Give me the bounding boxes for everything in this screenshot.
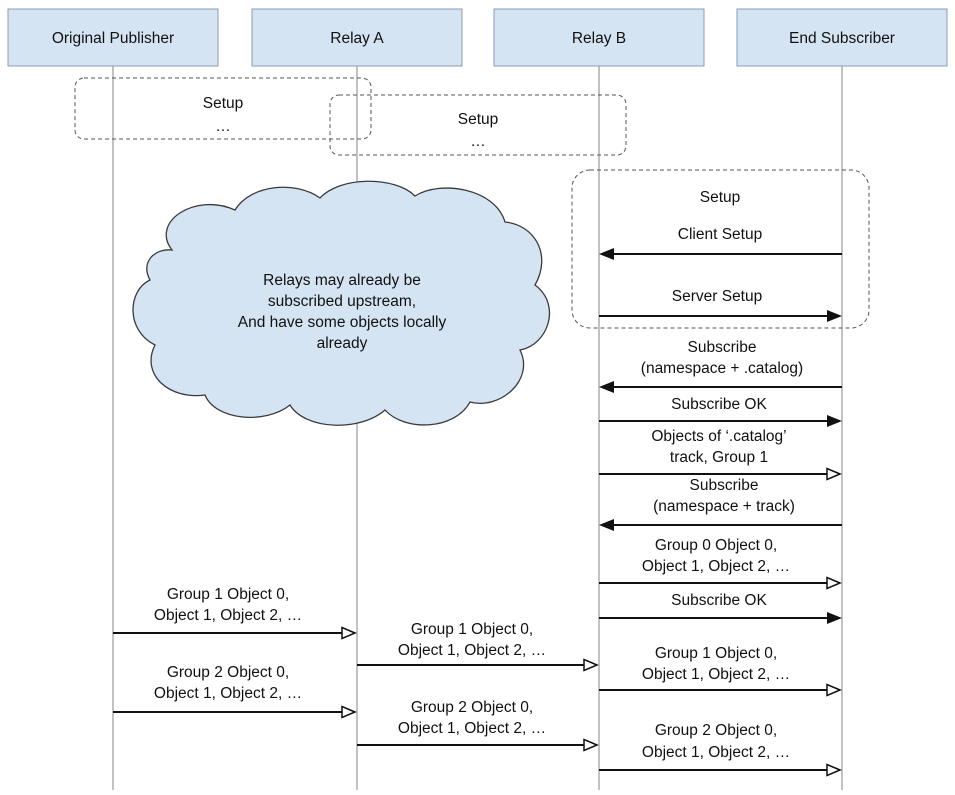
message-label: Group 1 Object 0, bbox=[655, 645, 777, 662]
message-group1-relay-b-to-subscriber: Group 1 Object 0, Object 1, Object 2, … bbox=[599, 645, 842, 697]
setup-box-label: Setup bbox=[203, 95, 244, 112]
setup-box-relay-b-subscriber: Setup bbox=[571, 169, 870, 329]
cloud-note: Relays may already be subscribed upstrea… bbox=[132, 180, 551, 426]
message-label: Group 2 Object 0, bbox=[655, 722, 777, 739]
message-subscribe-ok-track: Subscribe OK bbox=[599, 592, 842, 624]
message-catalog-objects: Objects of ‘.catalog’ track, Group 1 bbox=[599, 428, 842, 481]
actor-label: End Subscriber bbox=[789, 30, 895, 47]
actor-end-subscriber: End Subscriber bbox=[736, 8, 948, 67]
arrowhead-open-icon bbox=[341, 626, 357, 640]
message-group2-relay-a-to-relay-b: Group 2 Object 0, Object 1, Object 2, … bbox=[357, 699, 599, 752]
message-label: (namespace + track) bbox=[653, 498, 795, 515]
arrowhead-open-icon bbox=[826, 683, 842, 697]
message-subscribe-ok-catalog: Subscribe OK bbox=[599, 396, 842, 427]
message-group2-publisher-to-relay-a: Group 2 Object 0, Object 1, Object 2, … bbox=[113, 664, 357, 719]
setup-box-label: Setup bbox=[458, 111, 499, 128]
message-label: Subscribe bbox=[688, 339, 757, 356]
arrowhead-filled-icon bbox=[827, 612, 842, 624]
message-label: Client Setup bbox=[678, 226, 762, 243]
messages: Client Setup Server Setup Subscribe (nam… bbox=[113, 226, 842, 777]
arrowhead-open-icon bbox=[341, 705, 357, 719]
cloud-line: And have some objects locally bbox=[238, 314, 447, 331]
message-group0-objects: Group 0 Object 0, Object 1, Object 2, … bbox=[599, 537, 842, 590]
message-label: Group 0 Object 0, bbox=[655, 537, 777, 554]
message-label: Group 1 Object 0, bbox=[411, 621, 533, 638]
message-client-setup: Client Setup bbox=[599, 226, 842, 260]
arrowhead-open-icon bbox=[583, 738, 599, 752]
arrowhead-open-icon bbox=[826, 467, 842, 481]
message-label: Group 1 Object 0, bbox=[167, 586, 289, 603]
actor-original-publisher: Original Publisher bbox=[7, 8, 219, 67]
actor-label: Relay B bbox=[572, 30, 626, 47]
arrowhead-filled-icon bbox=[599, 248, 614, 260]
message-label: Object 1, Object 2, … bbox=[642, 666, 790, 683]
setup-box-ellipsis: … bbox=[470, 133, 486, 150]
setup-box-ellipsis: … bbox=[215, 118, 231, 135]
arrowhead-open-icon bbox=[826, 576, 842, 590]
message-label: Object 1, Object 2, … bbox=[642, 744, 790, 761]
message-server-setup: Server Setup bbox=[599, 288, 842, 322]
message-label: (namespace + .catalog) bbox=[641, 360, 803, 377]
message-label: Subscribe OK bbox=[671, 592, 767, 609]
message-label: Group 2 Object 0, bbox=[167, 664, 289, 681]
cloud-line: Relays may already be bbox=[263, 272, 421, 289]
message-label: track, Group 1 bbox=[670, 449, 768, 466]
arrowhead-filled-icon bbox=[827, 415, 842, 427]
actor-label: Original Publisher bbox=[52, 30, 174, 47]
message-label: Object 1, Object 2, … bbox=[154, 607, 302, 624]
message-label: Object 1, Object 2, … bbox=[398, 642, 546, 659]
message-label: Subscribe OK bbox=[671, 396, 767, 413]
cloud-shape bbox=[132, 180, 551, 426]
actor-label: Relay A bbox=[330, 30, 384, 47]
message-label: Objects of ‘.catalog’ bbox=[651, 428, 786, 445]
message-label: Server Setup bbox=[672, 288, 762, 305]
message-label: Object 1, Object 2, … bbox=[154, 685, 302, 702]
actor-headers: Original Publisher Relay A Relay B End S… bbox=[7, 8, 948, 67]
cloud-line: already bbox=[317, 335, 368, 352]
message-subscribe-track: Subscribe (namespace + track) bbox=[599, 477, 842, 531]
arrowhead-open-icon bbox=[583, 658, 599, 672]
message-subscribe-catalog: Subscribe (namespace + .catalog) bbox=[599, 339, 842, 393]
arrowhead-filled-icon bbox=[599, 519, 614, 531]
message-group2-relay-b-to-subscriber: Group 2 Object 0, Object 1, Object 2, … bbox=[599, 722, 842, 777]
arrowhead-filled-icon bbox=[599, 381, 614, 393]
cloud-line: subscribed upstream, bbox=[268, 293, 416, 310]
setup-box-publisher-relay-a: Setup … bbox=[74, 77, 372, 140]
setup-box-relay-a-relay-b: Setup … bbox=[329, 94, 627, 156]
actor-relay-b: Relay B bbox=[493, 8, 705, 67]
setup-box-label: Setup bbox=[700, 189, 741, 206]
message-label: Object 1, Object 2, … bbox=[642, 558, 790, 575]
message-group1-relay-a-to-relay-b: Group 1 Object 0, Object 1, Object 2, … bbox=[357, 621, 599, 672]
message-label: Subscribe bbox=[690, 477, 759, 494]
arrowhead-filled-icon bbox=[827, 310, 842, 322]
message-group1-publisher-to-relay-a: Group 1 Object 0, Object 1, Object 2, … bbox=[113, 586, 357, 640]
message-label: Object 1, Object 2, … bbox=[398, 720, 546, 737]
actor-relay-a: Relay A bbox=[251, 8, 463, 67]
arrowhead-open-icon bbox=[826, 763, 842, 777]
message-label: Group 2 Object 0, bbox=[411, 699, 533, 716]
